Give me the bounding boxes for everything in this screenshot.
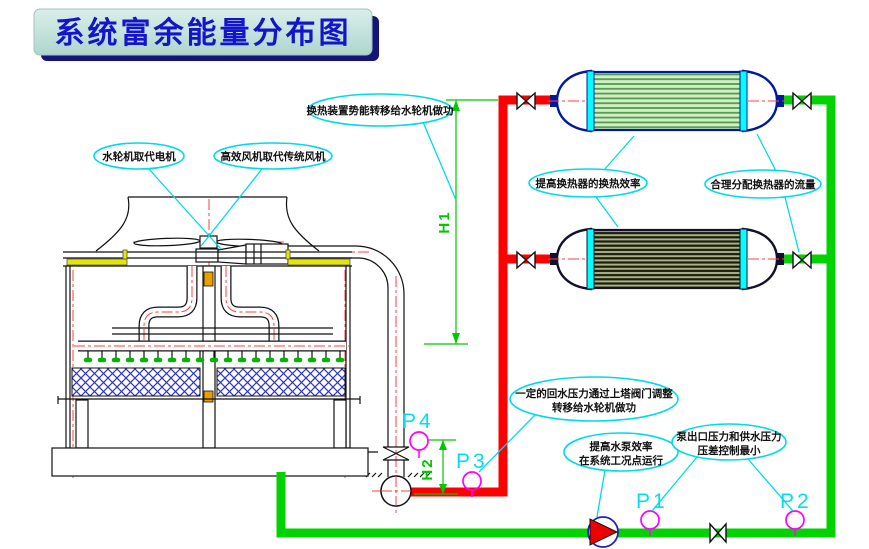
hx2-tubesheet-left <box>586 228 595 290</box>
deck-strip-right <box>287 258 351 266</box>
callout-pump-efficiency-line1: 提高水泵效率 <box>590 440 653 453</box>
callouts: 换热装置势能转移给水轮机做功 水轮机取代电机 高效风机取代传统风机 提高换热器的… <box>93 93 822 518</box>
column-right <box>333 399 347 449</box>
callout-hx-flow-text: 合理分配换热器的流量 <box>710 178 816 191</box>
tower-fill-right <box>216 367 346 397</box>
dimension-h1: H1 <box>424 99 498 345</box>
hx2-tube-bundle <box>588 228 746 290</box>
valve-pump-line <box>709 522 727 544</box>
hx1-tube-bundle <box>588 70 746 132</box>
p4-label: P4 <box>402 410 434 433</box>
fan-cowl-right <box>285 196 320 252</box>
dimension-h1-label: H1 <box>436 210 453 233</box>
hx2-tubesheet-right <box>739 228 748 290</box>
fill-support-beam <box>57 396 361 404</box>
hx1-tubesheet-left <box>586 70 595 132</box>
callout-pump-outlet-line2: 压差控制最小 <box>698 444 761 457</box>
p1-label: P1 <box>636 490 668 513</box>
callout-return-pressure-line2: 转移给水轮机做功 <box>552 401 636 414</box>
cold-water-pipe <box>276 95 836 538</box>
callout-hx-efficiency <box>528 168 648 198</box>
casing-wall-right <box>345 265 351 449</box>
deck-bracket-left <box>122 249 128 260</box>
turbine-cross-centerline <box>381 476 411 506</box>
callout-efficient-fan <box>213 142 333 170</box>
hx1-nozzle-right <box>775 95 784 107</box>
fan-cowl-left <box>95 196 130 252</box>
distribution-piping <box>112 266 333 344</box>
column-left <box>75 399 89 449</box>
orange-fitting-lower <box>203 390 214 403</box>
p3-label: P3 <box>456 450 488 473</box>
p2-label: P2 <box>780 490 812 513</box>
callout-heat-device-text: 换热装置势能转移给水轮机做功 <box>307 104 454 117</box>
casing-wall-left <box>65 265 71 449</box>
hx2-nozzle-right <box>775 253 784 265</box>
tower-fill-left <box>71 367 201 397</box>
dimension-h2: H2 <box>414 439 458 495</box>
cooling-tower <box>51 196 444 514</box>
tower-inlet-valve <box>382 446 410 461</box>
callout-return-pressure <box>509 376 679 422</box>
heat-exchanger-bottom <box>548 227 788 291</box>
callout-pump-outlet <box>671 423 787 461</box>
orange-fitting-upper <box>203 271 214 287</box>
turbine-drive-assembly <box>195 243 289 265</box>
pressure-point-p1: P1 <box>636 490 668 536</box>
hx1-tubesheet-right <box>739 70 748 132</box>
pressure-point-p2: P2 <box>780 490 812 536</box>
deck-strip-left <box>66 258 128 266</box>
callout-hx-flow <box>704 169 822 199</box>
callout-heat-device <box>307 93 453 127</box>
callout-pump-efficiency-line2: 在系统工况点运行 <box>579 454 663 467</box>
callout-pump-outlet-line1: 泵出口压力和供水压力 <box>677 430 782 443</box>
callout-turbine-motor <box>93 142 185 170</box>
circulating-pump <box>587 516 619 548</box>
callout-efficient-fan-text: 高效风机取代传统风机 <box>221 150 326 163</box>
heat-exchanger-top <box>548 69 788 133</box>
center-column <box>202 265 216 449</box>
spray-header <box>74 340 350 363</box>
valve-hx2-outlet <box>792 250 812 270</box>
callout-turbine-motor-text: 水轮机取代电机 <box>101 150 176 163</box>
basin <box>51 447 369 477</box>
title-background <box>33 8 373 56</box>
pressure-point-p3: P3 <box>456 450 488 497</box>
page-title: 系统富余能量分布图 <box>55 16 352 50</box>
title-block: 系统富余能量分布图 <box>33 8 379 61</box>
deck-bracket-right <box>285 249 291 260</box>
dimension-h2-label: H2 <box>419 457 436 480</box>
valve-hx1-outlet <box>792 91 812 111</box>
tower-inlet-pipe <box>288 245 405 477</box>
callout-hx-efficiency-text: 提高换热器的换热效率 <box>536 177 641 190</box>
callout-return-pressure-line1: 一定的回水压力通过上塔阀门调整 <box>515 387 673 400</box>
callout-pump-efficiency <box>563 432 679 472</box>
pressure-point-p4: P4 <box>402 410 434 458</box>
valve-hx1-inlet <box>516 91 536 111</box>
valve-hx2-inlet <box>516 250 536 270</box>
